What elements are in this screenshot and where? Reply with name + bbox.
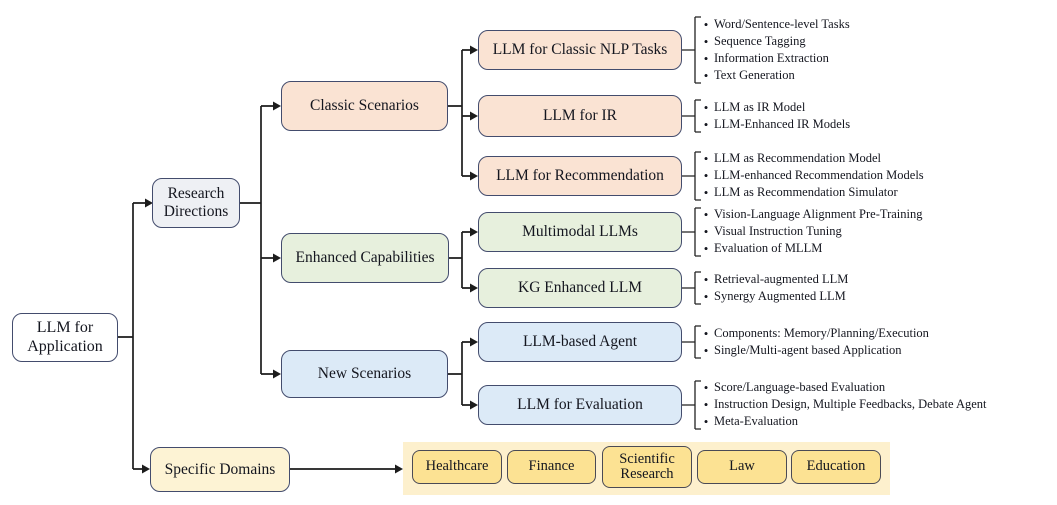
bullets-classic-nlp-tasks: Word/Sentence-level Tasks Sequence Taggi…	[698, 16, 850, 84]
node-multimodal-llms: Multimodal LLMs	[478, 212, 682, 252]
node-llm-based-agent: LLM-based Agent	[478, 322, 682, 362]
bullet-item: LLM as Recommendation Simulator	[698, 184, 924, 201]
bullets-kg-enhanced-llm: Retrieval-augmented LLM Synergy Augmente…	[698, 271, 848, 305]
bullets-llm-based-agent: Components: Memory/Planning/Execution Si…	[698, 325, 929, 359]
node-llm-for-recommendation: LLM for Recommendation	[478, 156, 682, 196]
bullet-item: LLM-Enhanced IR Models	[698, 116, 850, 133]
bullet-item: Text Generation	[698, 67, 850, 84]
chip-scientific-research: Scientific Research	[602, 446, 692, 488]
bullet-item: Visual Instruction Tuning	[698, 223, 922, 240]
bullet-item: Components: Memory/Planning/Execution	[698, 325, 929, 342]
node-kg-enhanced-llm: KG Enhanced LLM	[478, 268, 682, 308]
node-enhanced-capabilities: Enhanced Capabilities	[281, 233, 449, 283]
node-llm-for-application: LLM for Application	[12, 313, 118, 362]
node-llm-for-evaluation: LLM for Evaluation	[478, 385, 682, 425]
bullet-item: LLM-enhanced Recommendation Models	[698, 167, 924, 184]
bullets-llm-for-recommendation: LLM as Recommendation Model LLM-enhanced…	[698, 150, 924, 201]
bullet-item: Word/Sentence-level Tasks	[698, 16, 850, 33]
node-research-directions: Research Directions	[152, 178, 240, 228]
bullets-llm-for-ir: LLM as IR Model LLM-Enhanced IR Models	[698, 99, 850, 133]
bullet-item: Meta-Evaluation	[698, 413, 987, 430]
bullet-item: Vision-Language Alignment Pre-Training	[698, 206, 922, 223]
bullet-item: LLM as IR Model	[698, 99, 850, 116]
bullet-brackets	[682, 16, 701, 430]
bullets-llm-for-evaluation: Score/Language-based Evaluation Instruct…	[698, 379, 987, 430]
node-llm-for-classic-nlp-tasks: LLM for Classic NLP Tasks	[478, 30, 682, 70]
chip-law: Law	[697, 450, 787, 484]
chip-healthcare: Healthcare	[412, 450, 502, 484]
bullet-item: Retrieval-augmented LLM	[698, 271, 848, 288]
bullet-item: Synergy Augmented LLM	[698, 288, 848, 305]
bullet-item: Single/Multi-agent based Application	[698, 342, 929, 359]
bullets-multimodal-llms: Vision-Language Alignment Pre-Training V…	[698, 206, 922, 257]
node-llm-for-ir: LLM for IR	[478, 95, 682, 137]
bullet-item: Evaluation of MLLM	[698, 240, 922, 257]
node-classic-scenarios: Classic Scenarios	[281, 81, 448, 131]
chip-finance: Finance	[507, 450, 596, 484]
node-new-scenarios: New Scenarios	[281, 350, 448, 398]
bullet-item: Information Extraction	[698, 50, 850, 67]
node-specific-domains: Specific Domains	[150, 447, 290, 492]
chip-education: Education	[791, 450, 881, 484]
arrowheads	[142, 45, 478, 474]
bullet-item: Sequence Tagging	[698, 33, 850, 50]
bullet-item: Score/Language-based Evaluation	[698, 379, 987, 396]
bullet-item: Instruction Design, Multiple Feedbacks, …	[698, 396, 987, 413]
bullet-item: LLM as Recommendation Model	[698, 150, 924, 167]
